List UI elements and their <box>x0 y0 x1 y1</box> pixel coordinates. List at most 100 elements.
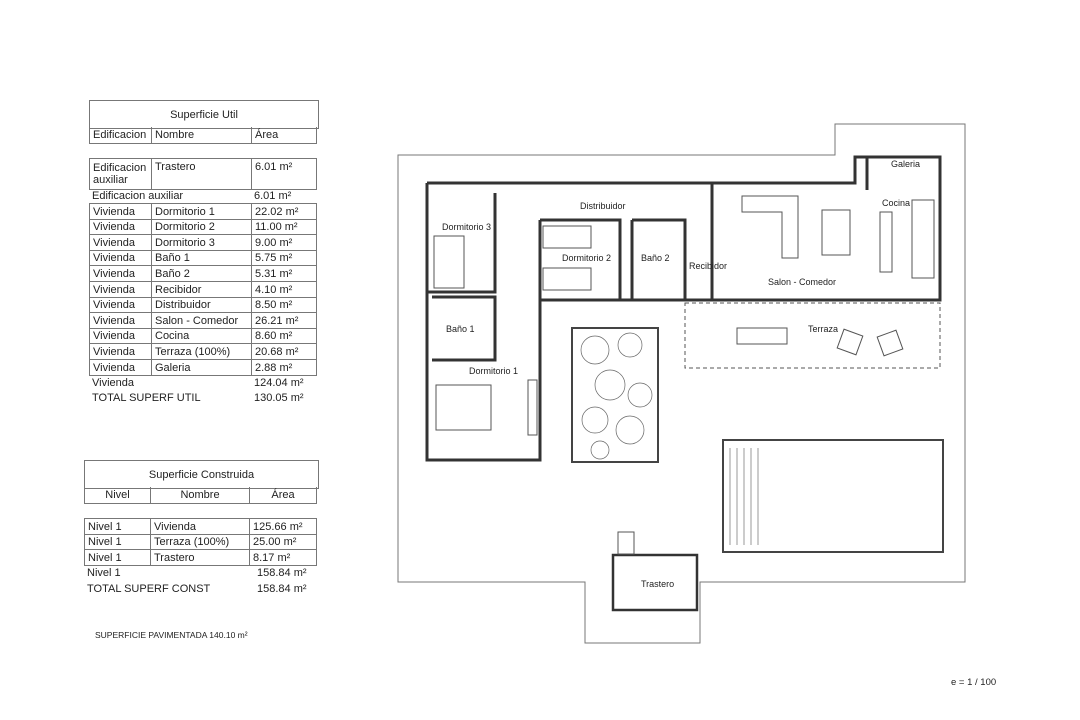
cell-nombre: Terraza (100%) <box>150 534 249 550</box>
cell-area: 11.00 m² <box>251 219 317 235</box>
util-total-label: TOTAL SUPERF UTIL <box>92 391 201 404</box>
cell-edificacion: Vivienda <box>89 282 151 297</box>
cell-area: 20.68 m² <box>251 344 317 360</box>
cell-edificacion: Vivienda <box>89 235 151 251</box>
pool <box>722 439 944 553</box>
bano2-walls <box>630 218 687 300</box>
util-total-area: 130.05 m² <box>254 391 304 404</box>
aux-subtotal-row: Edificacion auxiliar 6.01 m² <box>89 188 317 203</box>
cell-nombre: Recibidor <box>151 282 251 297</box>
aux-area: 6.01 m² <box>251 159 317 189</box>
cell-nombre: Dormitorio 1 <box>151 204 251 219</box>
cell-edificacion: Vivienda <box>89 250 151 266</box>
cell-nombre: Baño 1 <box>151 250 251 266</box>
dormitorio2-walls <box>538 218 622 300</box>
house-walls <box>425 155 942 462</box>
room-label-distribuidor: Distribuidor <box>580 201 626 211</box>
sofa <box>741 195 799 259</box>
superficie-construida-table: Superficie Construida Nivel Nombre Área … <box>84 460 319 600</box>
cell-nombre: Salon - Comedor <box>151 313 251 329</box>
cell-area: 5.31 m² <box>251 266 317 282</box>
table-header-row: Edificacion Nombre Área <box>89 127 317 144</box>
cell-nombre: Galeria <box>151 360 251 375</box>
terrace-table <box>736 327 788 345</box>
cell-nombre: Dormitorio 3 <box>151 235 251 251</box>
room-label-dormitorio2: Dormitorio 2 <box>562 253 611 263</box>
cell-area: 22.02 m² <box>251 204 317 219</box>
room-label-recibidor: Recibidor <box>689 261 727 271</box>
cell-area: 26.21 m² <box>251 313 317 329</box>
const-subtotal-label: Nivel 1 <box>87 566 121 579</box>
aux-nombre: Trastero <box>151 159 251 189</box>
header-area: Área <box>249 487 317 503</box>
aux-subtotal-label: Edificacion auxiliar <box>92 189 184 202</box>
cell-area: 25.00 m² <box>249 534 317 550</box>
cell-nombre: Distribuidor <box>151 297 251 313</box>
cell-edificacion: Vivienda <box>89 328 151 344</box>
bed-dormitorio2 <box>542 225 592 249</box>
table-title-row: Superficie Util <box>89 100 319 129</box>
const-total-row: TOTAL SUPERF CONST 158.84 m² <box>84 581 317 596</box>
table-title: Superficie Construida <box>148 468 255 481</box>
table-title-row: Superficie Construida <box>84 460 319 489</box>
room-label-terraza: Terraza <box>808 324 838 334</box>
cell-nombre: Vivienda <box>150 519 249 534</box>
cell-area: 9.00 m² <box>251 235 317 251</box>
scale-label: e = 1 / 100 <box>951 677 997 688</box>
superficie-util-table: Superficie Util Edificacion Nombre Área … <box>89 100 319 410</box>
plot-boundary <box>397 123 966 644</box>
util-subtotal-area: 124.04 m² <box>254 376 304 389</box>
cell-nivel: Nivel 1 <box>84 519 150 534</box>
cell-area: 8.50 m² <box>251 297 317 313</box>
room-label-bano2: Baño 2 <box>641 253 670 263</box>
cell-area: 125.66 m² <box>249 519 317 534</box>
dormitorio3-walls <box>427 193 497 294</box>
aux-subtotal-area: 6.01 m² <box>254 189 292 202</box>
const-subtotal-area: 158.84 m² <box>257 566 307 579</box>
const-total-area: 158.84 m² <box>257 582 307 595</box>
room-label-trastero: Trastero <box>641 579 674 589</box>
cell-edificacion: Vivienda <box>89 360 151 375</box>
cell-nombre: Terraza (100%) <box>151 344 251 360</box>
room-label-cocina: Cocina <box>882 198 910 208</box>
cell-nivel: Nivel 1 <box>84 534 150 550</box>
terrace-area <box>684 302 941 369</box>
aux-row: Edificacion auxiliar Trastero 6.01 m² <box>89 158 317 190</box>
room-label-galeria: Galeria <box>891 159 920 169</box>
kitchen-island <box>879 211 893 273</box>
header-nombre: Nombre <box>151 127 251 143</box>
room-label-salon: Salon - Comedor <box>768 277 836 287</box>
cell-nombre: Cocina <box>151 328 251 344</box>
cell-area: 4.10 m² <box>251 282 317 297</box>
header-nivel: Nivel <box>84 487 150 503</box>
cell-area: 2.88 m² <box>251 360 317 375</box>
room-label-dormitorio1: Dormitorio 1 <box>469 366 518 376</box>
bed-dormitorio3 <box>433 235 465 289</box>
util-subtotal-row: Vivienda 124.04 m² <box>89 375 317 390</box>
cell-edificacion: Vivienda <box>89 219 151 235</box>
dining-table <box>821 209 851 256</box>
table-header-row: Nivel Nombre Área <box>84 487 317 504</box>
cell-area: 5.75 m² <box>251 250 317 266</box>
cell-edificacion: Vivienda <box>89 204 151 219</box>
cell-nombre: Baño 2 <box>151 266 251 282</box>
const-total-label: TOTAL SUPERF CONST <box>87 582 211 595</box>
header-edificacion: Edificacion <box>89 127 151 143</box>
wardrobe <box>527 379 538 436</box>
planter-plants <box>580 332 653 460</box>
cell-edificacion: Vivienda <box>89 344 151 360</box>
cell-nivel: Nivel 1 <box>84 550 150 566</box>
bano1-walls <box>432 295 497 362</box>
